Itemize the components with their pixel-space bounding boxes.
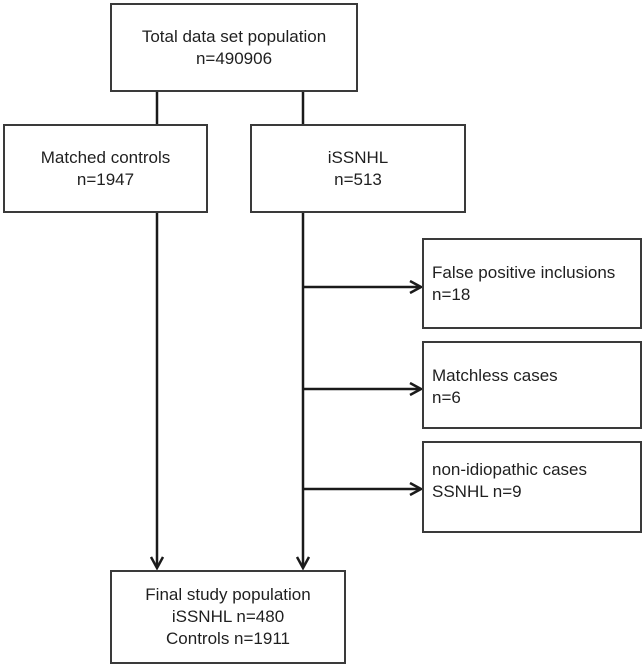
total-population-title: Total data set population — [141, 26, 327, 46]
exclusion-title: False positive inclusions — [432, 263, 616, 282]
matched-controls-box: Matched controls n=1947 — [3, 124, 208, 213]
exclusion-title: Matchless cases — [432, 366, 558, 385]
final-controls-count: Controls n=1911 — [166, 629, 290, 648]
matched-controls-count: n=1947 — [76, 169, 135, 189]
final-cases-count: iSSNHL n=480 — [171, 607, 285, 626]
cases-title: iSSNHL — [327, 147, 389, 167]
exclusion-count: n=18 — [432, 285, 471, 304]
exclusion-box-matchless: Matchless cases n=6 — [422, 341, 642, 429]
total-population-count: n=490906 — [195, 48, 273, 68]
exclusion-count: n=6 — [432, 388, 461, 407]
final-population-box: Final study population iSSNHL n=480 Cont… — [110, 570, 346, 664]
matched-controls-title: Matched controls — [40, 147, 171, 167]
cases-box: iSSNHL n=513 — [250, 124, 466, 213]
final-population-title: Final study population — [145, 585, 311, 604]
exclusion-count: SSNHL n=9 — [432, 482, 522, 501]
exclusion-box-false-positive: False positive inclusions n=18 — [422, 238, 642, 329]
exclusion-title: non-idiopathic cases — [432, 460, 587, 479]
exclusion-box-non-idiopathic: non-idiopathic cases SSNHL n=9 — [422, 441, 642, 533]
cases-count: n=513 — [334, 169, 382, 189]
total-population-box: Total data set population n=490906 — [110, 3, 358, 92]
